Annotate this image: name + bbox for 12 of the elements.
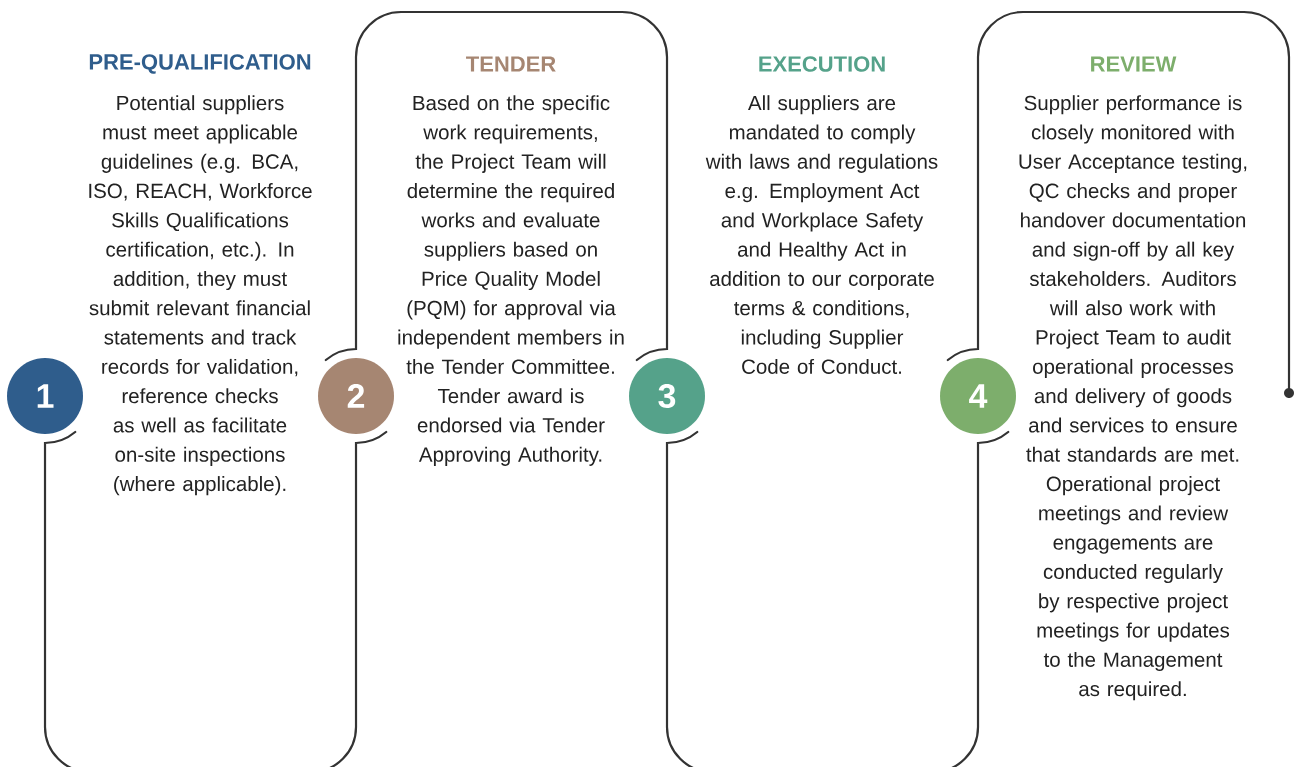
stage-heading: PRE-QUALIFICATION [89,54,311,74]
stage-description: Based on the specific work requirements, the Project Team will determine the required works and evaluate suppliers based on Price Quality Model (PQM) for approval via independent members in the Tender Committee. Tender award is endorsed via Tender Approving Authority. [398,95,624,466]
connector-line [946,10,1291,389]
stage-description: Potential suppliers must meet applicable guidelines (e.g. BCA, ISO, REACH, Workforce Skills Qualifications certification, etc.). In addition, they must submit relevant financial statements and track records for validation, reference checks as well as facilitate on-site inspections (where applicable). [89,95,312,496]
stage-description: All suppliers are mandated to comply with laws and regulations e.g. Employment Act and Workplace Safety and Healthy Act in addition to our corporate terms & conditions, including Supplier Code of Conduct. [705,95,938,374]
connector-line [324,10,669,362]
stage-description: Supplier performance is closely monitored with User Acceptance testing, QC checks and proper handover documentation and sign-off by all key stakeholders. Auditors will also work with Project Team to audit operational processes and delivery of goods and services to ensure that standards are met. Operational project meetings and review engagements are conducted regularly by respective project meetings for updates to the Management as required. [1019,95,1247,701]
stage-heading: TENDER [466,56,556,72]
stage-heading: EXECUTION [759,56,885,72]
connector-line [43,430,388,767]
connector-line [665,430,1010,767]
stage-heading: REVIEW [1091,56,1177,72]
